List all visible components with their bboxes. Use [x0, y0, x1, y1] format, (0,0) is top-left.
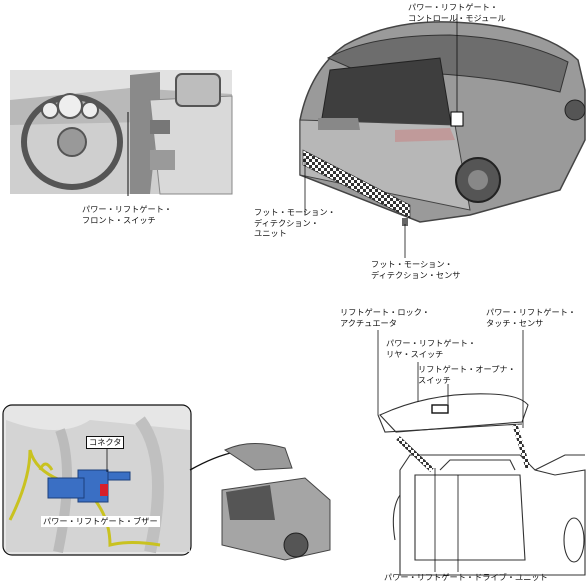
label-drive-unit: パワー・リフトゲート・ドライブ・ユニット [384, 572, 548, 582]
liftgate-open-drawing [377, 393, 586, 576]
buzzer-inset [2, 404, 192, 556]
label-rear-switch: パワー・リフトゲート・ リヤ・スイッチ [386, 338, 477, 359]
car-rear-view [299, 14, 586, 258]
label-buzzer: パワー・リフトゲート・ブザー [41, 516, 160, 527]
label-opener-switch: リフトゲート・オープナ・ スイッチ [418, 364, 516, 385]
label-lift-control-module: パワー・リフトゲート・ コントロール・モジュール [408, 2, 506, 23]
leader-lines-bottom-right [377, 330, 524, 572]
label-lift-front-switch: パワー・リフトゲート・ フロント・スイッチ [82, 204, 173, 225]
label-connector: コネクタ [86, 436, 125, 449]
label-foot-detection-sensor: フット・モーション・ ディテクション・センサ [371, 259, 461, 280]
interior-dashboard-view [10, 70, 233, 196]
label-touch-sensor: パワー・リフトゲート・ タッチ・センサ [486, 307, 577, 328]
car-open-liftgate-small [189, 443, 331, 561]
label-lock-actuator: リフトゲート・ロック・ アクチュエータ [340, 307, 430, 328]
label-foot-detection-unit: フット・モーション・ ディテクション・ ユニット [254, 207, 336, 238]
